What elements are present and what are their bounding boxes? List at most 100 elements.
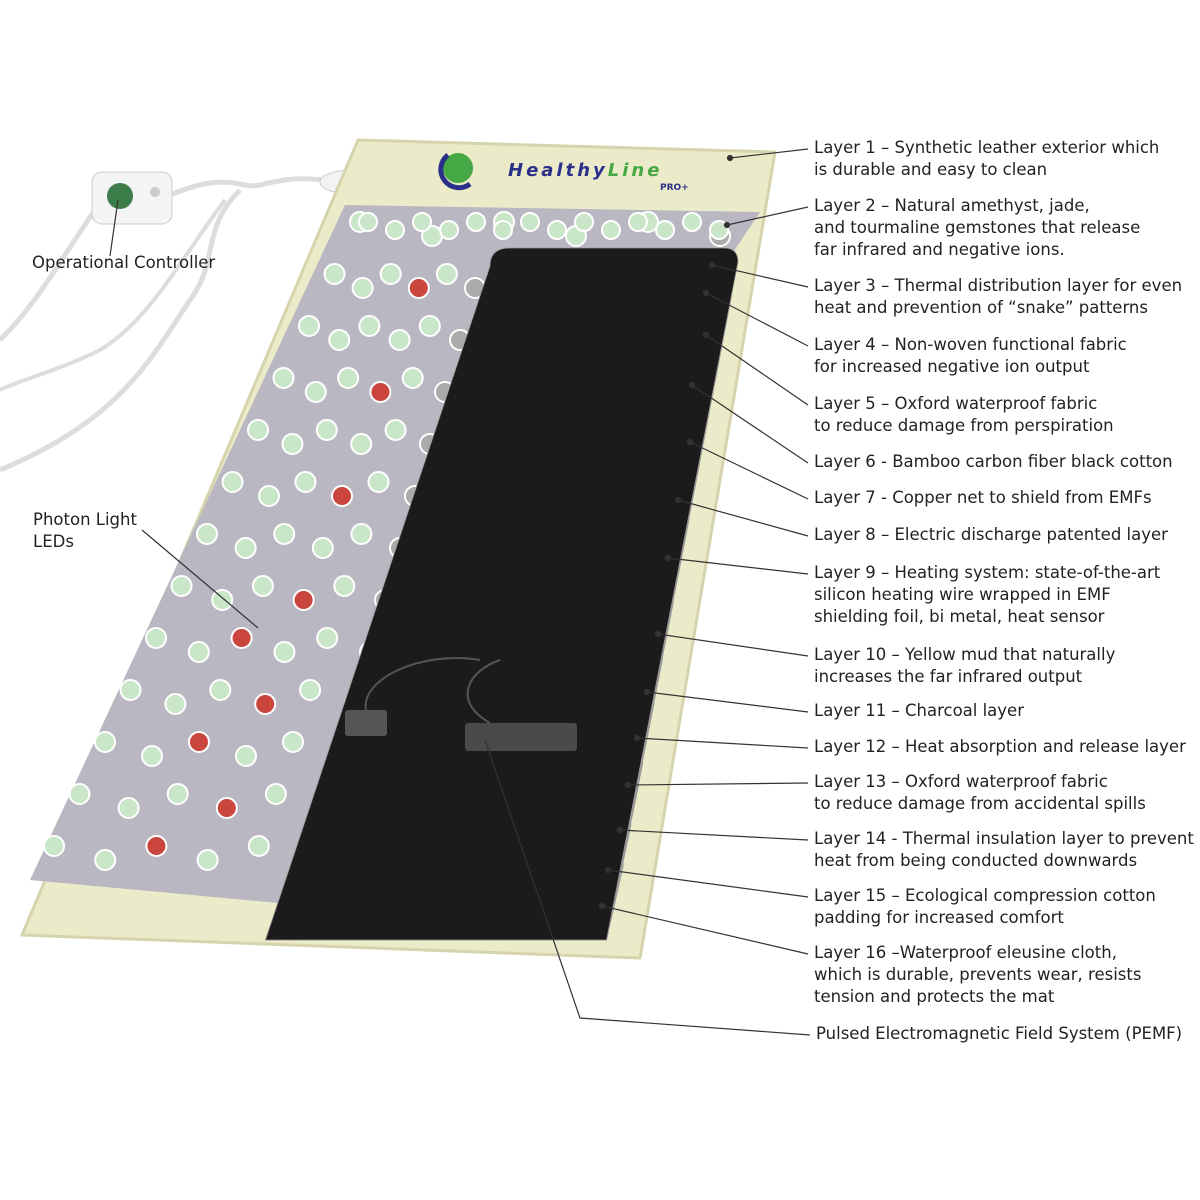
leader-line bbox=[711, 264, 809, 288]
gemstone bbox=[164, 693, 187, 715]
photon-led bbox=[292, 589, 315, 611]
leader-line bbox=[729, 148, 809, 159]
gemstone bbox=[328, 329, 351, 351]
layer-14-label: Layer 14 - Thermal insulation layer to p… bbox=[814, 828, 1194, 872]
anchor-dot bbox=[688, 381, 696, 389]
anchor-dot bbox=[654, 630, 662, 638]
layer-11-label-line: Layer 11 – Charcoal layer bbox=[814, 701, 1024, 720]
pemf-label: Pulsed Electromagnetic Field System (PEM… bbox=[816, 1023, 1182, 1045]
layer-6-label: Layer 6 - Bamboo carbon fiber black cott… bbox=[814, 451, 1173, 473]
brand-name-part1: Healthy bbox=[508, 160, 608, 181]
layer-4-label-line: Layer 4 – Non-woven functional fabric bbox=[814, 335, 1127, 354]
gemstone bbox=[379, 263, 402, 285]
layer-15-label-line: Layer 15 – Ecological compression cotton bbox=[814, 886, 1156, 905]
gemstone bbox=[401, 367, 424, 389]
layer-13-label-line: to reduce damage from accidental spills bbox=[814, 794, 1146, 813]
gemstone bbox=[574, 212, 594, 232]
gemstone bbox=[315, 419, 338, 441]
photon-led bbox=[215, 797, 238, 819]
photon-led bbox=[230, 627, 253, 649]
gemstone bbox=[247, 835, 270, 857]
gemstone bbox=[466, 212, 486, 232]
gemstone bbox=[316, 627, 339, 649]
gemstone bbox=[435, 263, 458, 285]
brand-name-part2: Line bbox=[608, 160, 663, 181]
layer-15-label: Layer 15 – Ecological compression cotton… bbox=[814, 885, 1156, 929]
gemstone bbox=[94, 731, 116, 753]
anchor-dot bbox=[723, 221, 731, 229]
leader-lines bbox=[109, 148, 811, 1036]
layer-7-label-line: Layer 7 - Copper net to shield from EMFs bbox=[814, 488, 1152, 507]
gemstone bbox=[388, 329, 411, 351]
layer-1-label-line: is durable and easy to clean bbox=[814, 160, 1048, 179]
layer-16-label-line: tension and protects the mat bbox=[814, 987, 1055, 1006]
layer-1-label-line: Layer 1 – Synthetic leather exterior whi… bbox=[814, 138, 1160, 157]
photon-led bbox=[407, 277, 430, 299]
gemstone bbox=[682, 212, 702, 232]
operational-controller[interactable] bbox=[91, 171, 173, 225]
healthyline-logo: HealthyLine PRO+ bbox=[438, 153, 689, 193]
gemstone bbox=[235, 745, 257, 767]
photon-led bbox=[331, 485, 353, 507]
gemstone bbox=[412, 212, 432, 232]
layer-6-label-line: Layer 6 - Bamboo carbon fiber black cott… bbox=[814, 452, 1173, 471]
gemstone bbox=[68, 783, 91, 805]
gemstone bbox=[493, 220, 513, 240]
gemstone bbox=[272, 367, 295, 389]
layer-1-label: Layer 1 – Synthetic leather exterior whi… bbox=[814, 137, 1159, 181]
photon-led bbox=[188, 731, 210, 753]
gemstone bbox=[358, 315, 381, 337]
pemf-label-line: Pulsed Electromagnetic Field System (PEM… bbox=[816, 1024, 1183, 1043]
layer-9-label-line: shielding foil, bi metal, heat sensor bbox=[814, 607, 1105, 626]
gemstone bbox=[367, 471, 390, 493]
photon-led-label-line: Photon Light bbox=[33, 510, 137, 529]
svg-text:HealthyLine: HealthyLine bbox=[508, 160, 662, 181]
gemstone bbox=[196, 523, 218, 545]
gemstone bbox=[251, 575, 274, 597]
gemstone bbox=[628, 212, 648, 232]
layer-9-label-line: Layer 9 – Heating system: state-of-the-a… bbox=[814, 563, 1161, 582]
pemf-pads bbox=[345, 657, 577, 751]
layer-12-label-line: Layer 12 – Heat absorption and release l… bbox=[814, 737, 1186, 756]
controller-label: Operational Controller bbox=[32, 252, 215, 274]
gemstone bbox=[547, 220, 567, 240]
gemstone bbox=[385, 220, 405, 240]
gemstone bbox=[323, 263, 346, 285]
gemstone bbox=[333, 575, 356, 597]
layer-10-label-line: Layer 10 – Yellow mud that naturally bbox=[814, 645, 1116, 664]
layer-13-label-line: Layer 13 – Oxford waterproof fabric bbox=[814, 772, 1108, 791]
gemstone bbox=[418, 315, 441, 337]
anchor-dot bbox=[702, 331, 710, 339]
gemstone bbox=[350, 523, 373, 545]
photon-led bbox=[145, 835, 168, 857]
gemstone bbox=[273, 641, 296, 663]
gemstone bbox=[601, 220, 621, 240]
anchor-dot bbox=[633, 734, 641, 742]
gemstone bbox=[211, 589, 234, 611]
layer-8-label: Layer 8 – Electric discharge patented la… bbox=[814, 524, 1168, 546]
gemstone bbox=[209, 679, 232, 701]
anchor-dot bbox=[726, 154, 734, 162]
layer-3-label-line: heat and prevention of “snake” patterns bbox=[814, 298, 1148, 317]
gemstone bbox=[709, 220, 729, 240]
gemstone bbox=[350, 433, 373, 455]
gemstone bbox=[298, 315, 320, 337]
anchor-dot bbox=[604, 866, 612, 874]
gemstone bbox=[170, 575, 193, 597]
gemstone bbox=[145, 627, 167, 649]
anchor-dot bbox=[616, 826, 624, 834]
layer-5-label-line: Layer 5 – Oxford waterproof fabric bbox=[814, 394, 1098, 413]
layer-2-label-line: and tourmaline gemstones that release bbox=[814, 218, 1141, 237]
gemstone bbox=[294, 471, 317, 493]
gemstone bbox=[258, 485, 280, 507]
photon-led bbox=[369, 381, 392, 403]
gemstone bbox=[247, 419, 269, 441]
anchor-dot bbox=[686, 438, 694, 446]
controller-cable bbox=[0, 176, 331, 473]
gemstone bbox=[358, 212, 378, 232]
layer-16-label: Layer 16 –Waterproof eleusine cloth,whic… bbox=[814, 942, 1141, 1008]
